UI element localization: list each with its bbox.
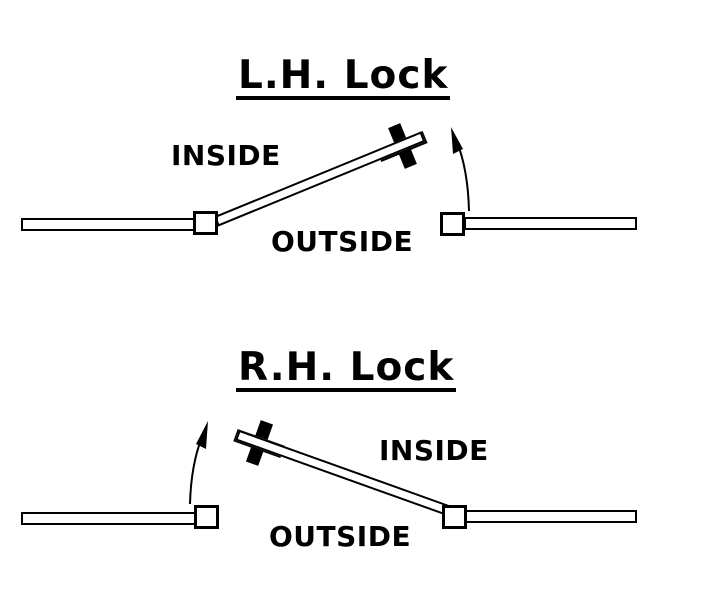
swing-arrow-rh [189, 421, 208, 505]
wall-right-lh [464, 217, 637, 230]
door-jamb-strike-lh [440, 212, 465, 236]
wall-right-rh [465, 510, 637, 523]
outside-label-rh: OUTSIDE [269, 520, 412, 553]
swing-arrow-lh [451, 127, 470, 212]
diagram-title-lh: L.H. Lock [236, 53, 451, 100]
door-jamb-hinge-rh [442, 505, 467, 529]
diagram-title-rh: R.H. Lock [236, 345, 457, 392]
inside-label-lh: INSIDE [171, 139, 281, 172]
outside-label-lh: OUTSIDE [271, 225, 414, 258]
wall-left-lh [21, 218, 195, 231]
door-jamb-hinge-lh [193, 211, 218, 235]
wall-left-rh [21, 512, 196, 525]
inside-label-rh: INSIDE [379, 434, 489, 467]
door-jamb-strike-rh [194, 505, 219, 529]
